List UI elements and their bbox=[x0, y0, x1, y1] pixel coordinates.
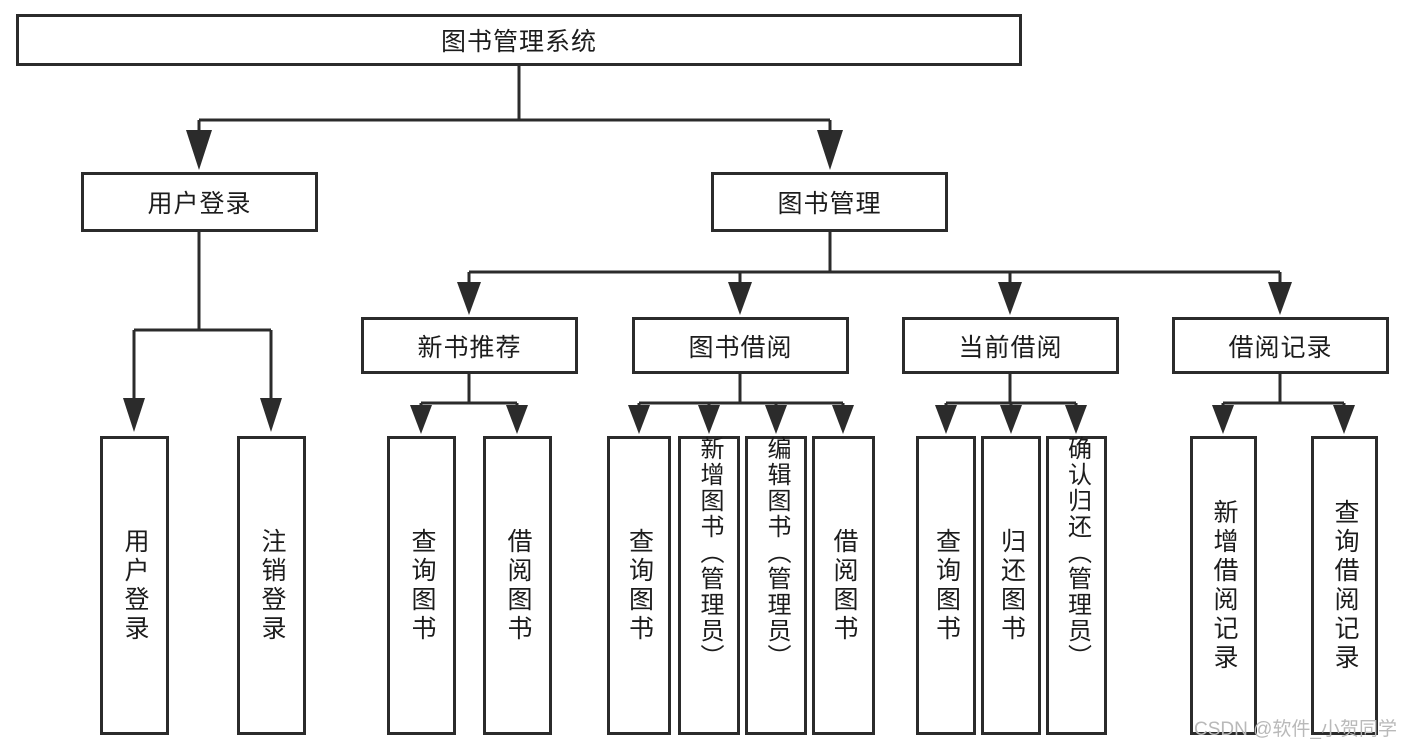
arrowhead-leaf-query-book-borrow bbox=[628, 405, 650, 434]
arrowhead-new-book-recommend bbox=[457, 282, 481, 315]
node-leaf-return-book[interactable] bbox=[981, 436, 1041, 735]
arrowhead-leaf-query-borrow-record bbox=[1333, 405, 1355, 434]
arrowhead-leaf-query-book-current bbox=[935, 405, 957, 434]
node-root-system[interactable] bbox=[16, 14, 1022, 66]
node-leaf-edit-book-admin[interactable] bbox=[745, 436, 807, 735]
node-leaf-borrow-book[interactable] bbox=[812, 436, 875, 735]
arrowhead-leaf-edit-book-admin bbox=[765, 405, 787, 434]
node-leaf-query-book-borrow[interactable] bbox=[607, 436, 671, 735]
node-user-login[interactable] bbox=[81, 172, 318, 232]
node-leaf-confirm-return-admin[interactable] bbox=[1046, 436, 1107, 735]
arrowhead-leaf-user-logout bbox=[260, 398, 282, 432]
arrowhead-leaf-add-borrow-record bbox=[1212, 405, 1234, 434]
arrowhead-borrow-record bbox=[1268, 282, 1292, 315]
node-leaf-query-book-current[interactable] bbox=[916, 436, 976, 735]
arrowhead-leaf-user-login bbox=[123, 398, 145, 432]
node-leaf-add-borrow-record[interactable] bbox=[1190, 436, 1257, 735]
node-leaf-query-book-recommend[interactable] bbox=[387, 436, 456, 735]
node-leaf-borrow-book-recommend[interactable] bbox=[483, 436, 552, 735]
arrowhead-book-management bbox=[817, 130, 843, 170]
node-leaf-add-book-admin[interactable] bbox=[678, 436, 740, 735]
arrowhead-leaf-confirm-return-admin bbox=[1065, 405, 1087, 434]
node-book-borrow[interactable] bbox=[632, 317, 849, 374]
node-new-book-recommend[interactable] bbox=[361, 317, 578, 374]
arrowhead-leaf-add-book-admin bbox=[698, 405, 720, 434]
node-current-borrow[interactable] bbox=[902, 317, 1119, 374]
arrowhead-leaf-borrow-book bbox=[832, 405, 854, 434]
node-leaf-user-logout[interactable] bbox=[237, 436, 306, 735]
node-leaf-query-borrow-record[interactable] bbox=[1311, 436, 1378, 735]
arrowhead-leaf-query-book-recommend bbox=[410, 405, 432, 434]
arrowhead-leaf-return-book bbox=[1000, 405, 1022, 434]
arrowhead-user-login bbox=[186, 130, 212, 170]
arrowhead-leaf-borrow-book-recommend bbox=[506, 405, 528, 434]
node-borrow-record[interactable] bbox=[1172, 317, 1389, 374]
arrowhead-book-borrow bbox=[728, 282, 752, 315]
arrowhead-current-borrow bbox=[998, 282, 1022, 315]
node-book-management[interactable] bbox=[711, 172, 948, 232]
node-leaf-user-login[interactable] bbox=[100, 436, 169, 735]
